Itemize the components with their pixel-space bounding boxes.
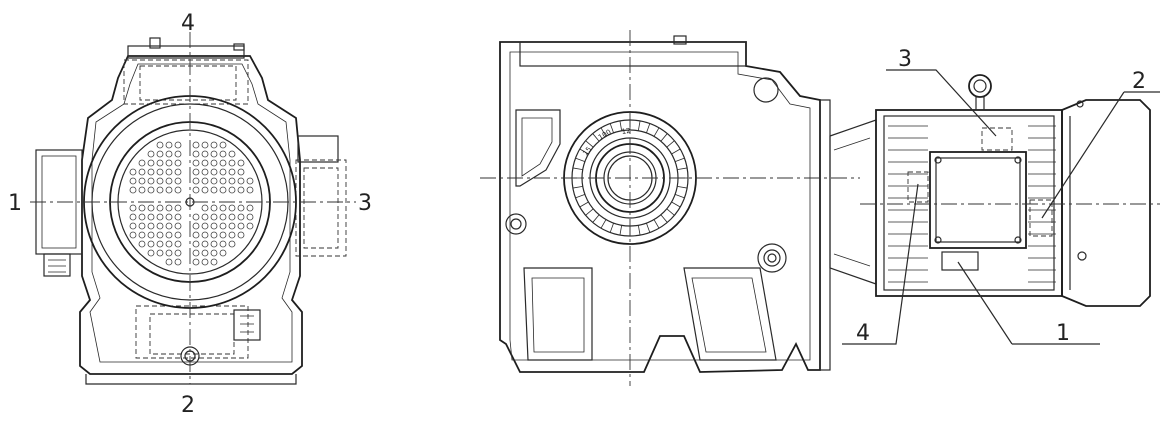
- leader-1: [957, 261, 1100, 345]
- left-label-bottom: 2: [181, 393, 195, 416]
- gearbox-drain-plug: [757, 243, 787, 273]
- left-label-top: 4: [181, 11, 195, 36]
- gearbox-bottom-pocket-left: [523, 267, 593, 361]
- left-housing-outline: [79, 55, 303, 375]
- right-side-gland: [297, 135, 339, 163]
- left-end-view: 4 2 1 3: [8, 11, 372, 418]
- motor-terminal-box: [929, 151, 1027, 249]
- right-side-dashed-box: [295, 159, 347, 257]
- motor-gland-top: [981, 127, 1013, 151]
- gearbox-top-cover: [519, 41, 747, 67]
- gearbox-output-flange: [819, 99, 831, 371]
- right-label-4: 4: [856, 321, 870, 346]
- leader-2: [1041, 91, 1160, 219]
- dial-mark-3: 12: [621, 127, 631, 136]
- left-top-dashed-box-inner: [139, 65, 237, 101]
- right-label-1: 1: [1056, 321, 1070, 346]
- gearbox-bottom-pocket-right: [683, 267, 777, 361]
- leader-4: [842, 183, 919, 345]
- right-side-dashed-inner: [303, 167, 339, 249]
- dial-mark-2: 100: [597, 128, 613, 142]
- left-label-right: 3: [358, 191, 372, 216]
- motor-lifting-eye: [968, 74, 992, 98]
- motor-gland-right: [1029, 199, 1053, 237]
- motor-gland-left: [907, 171, 929, 203]
- left-top-bolt-2: [233, 43, 245, 51]
- right-label-2: 2: [1132, 69, 1146, 94]
- left-label-left: 1: [8, 191, 22, 216]
- gearbox-housing: [499, 41, 821, 373]
- left-bottom-dashed-box-inner: [149, 313, 235, 355]
- left-fan-perforation: [129, 141, 254, 266]
- motor-gland-bottom: [941, 251, 979, 271]
- left-top-flange: [127, 45, 245, 59]
- gearbox-upper-boss: [753, 77, 779, 103]
- gearbox-left-pocket: [515, 109, 561, 187]
- leader-3: [886, 69, 997, 137]
- motor-cooling-fins: [888, 125, 1056, 283]
- gearbox-housing-inner: [509, 51, 811, 361]
- right-side-view: 15 100 12: [480, 30, 1160, 386]
- gearbox-left-plug: [505, 213, 527, 235]
- left-bottom-gland: [233, 309, 261, 341]
- gearbox-top-bolt: [673, 35, 687, 45]
- left-top-dashed-box: [123, 59, 249, 105]
- motor-fan-cover: [1061, 99, 1151, 307]
- motor-adapter: [829, 119, 877, 285]
- right-label-3: 3: [898, 47, 912, 72]
- left-top-bolt: [149, 37, 161, 49]
- left-housing-inner: [89, 63, 293, 363]
- dial-mark-1: 15: [581, 145, 593, 157]
- left-side-gland: [43, 253, 71, 277]
